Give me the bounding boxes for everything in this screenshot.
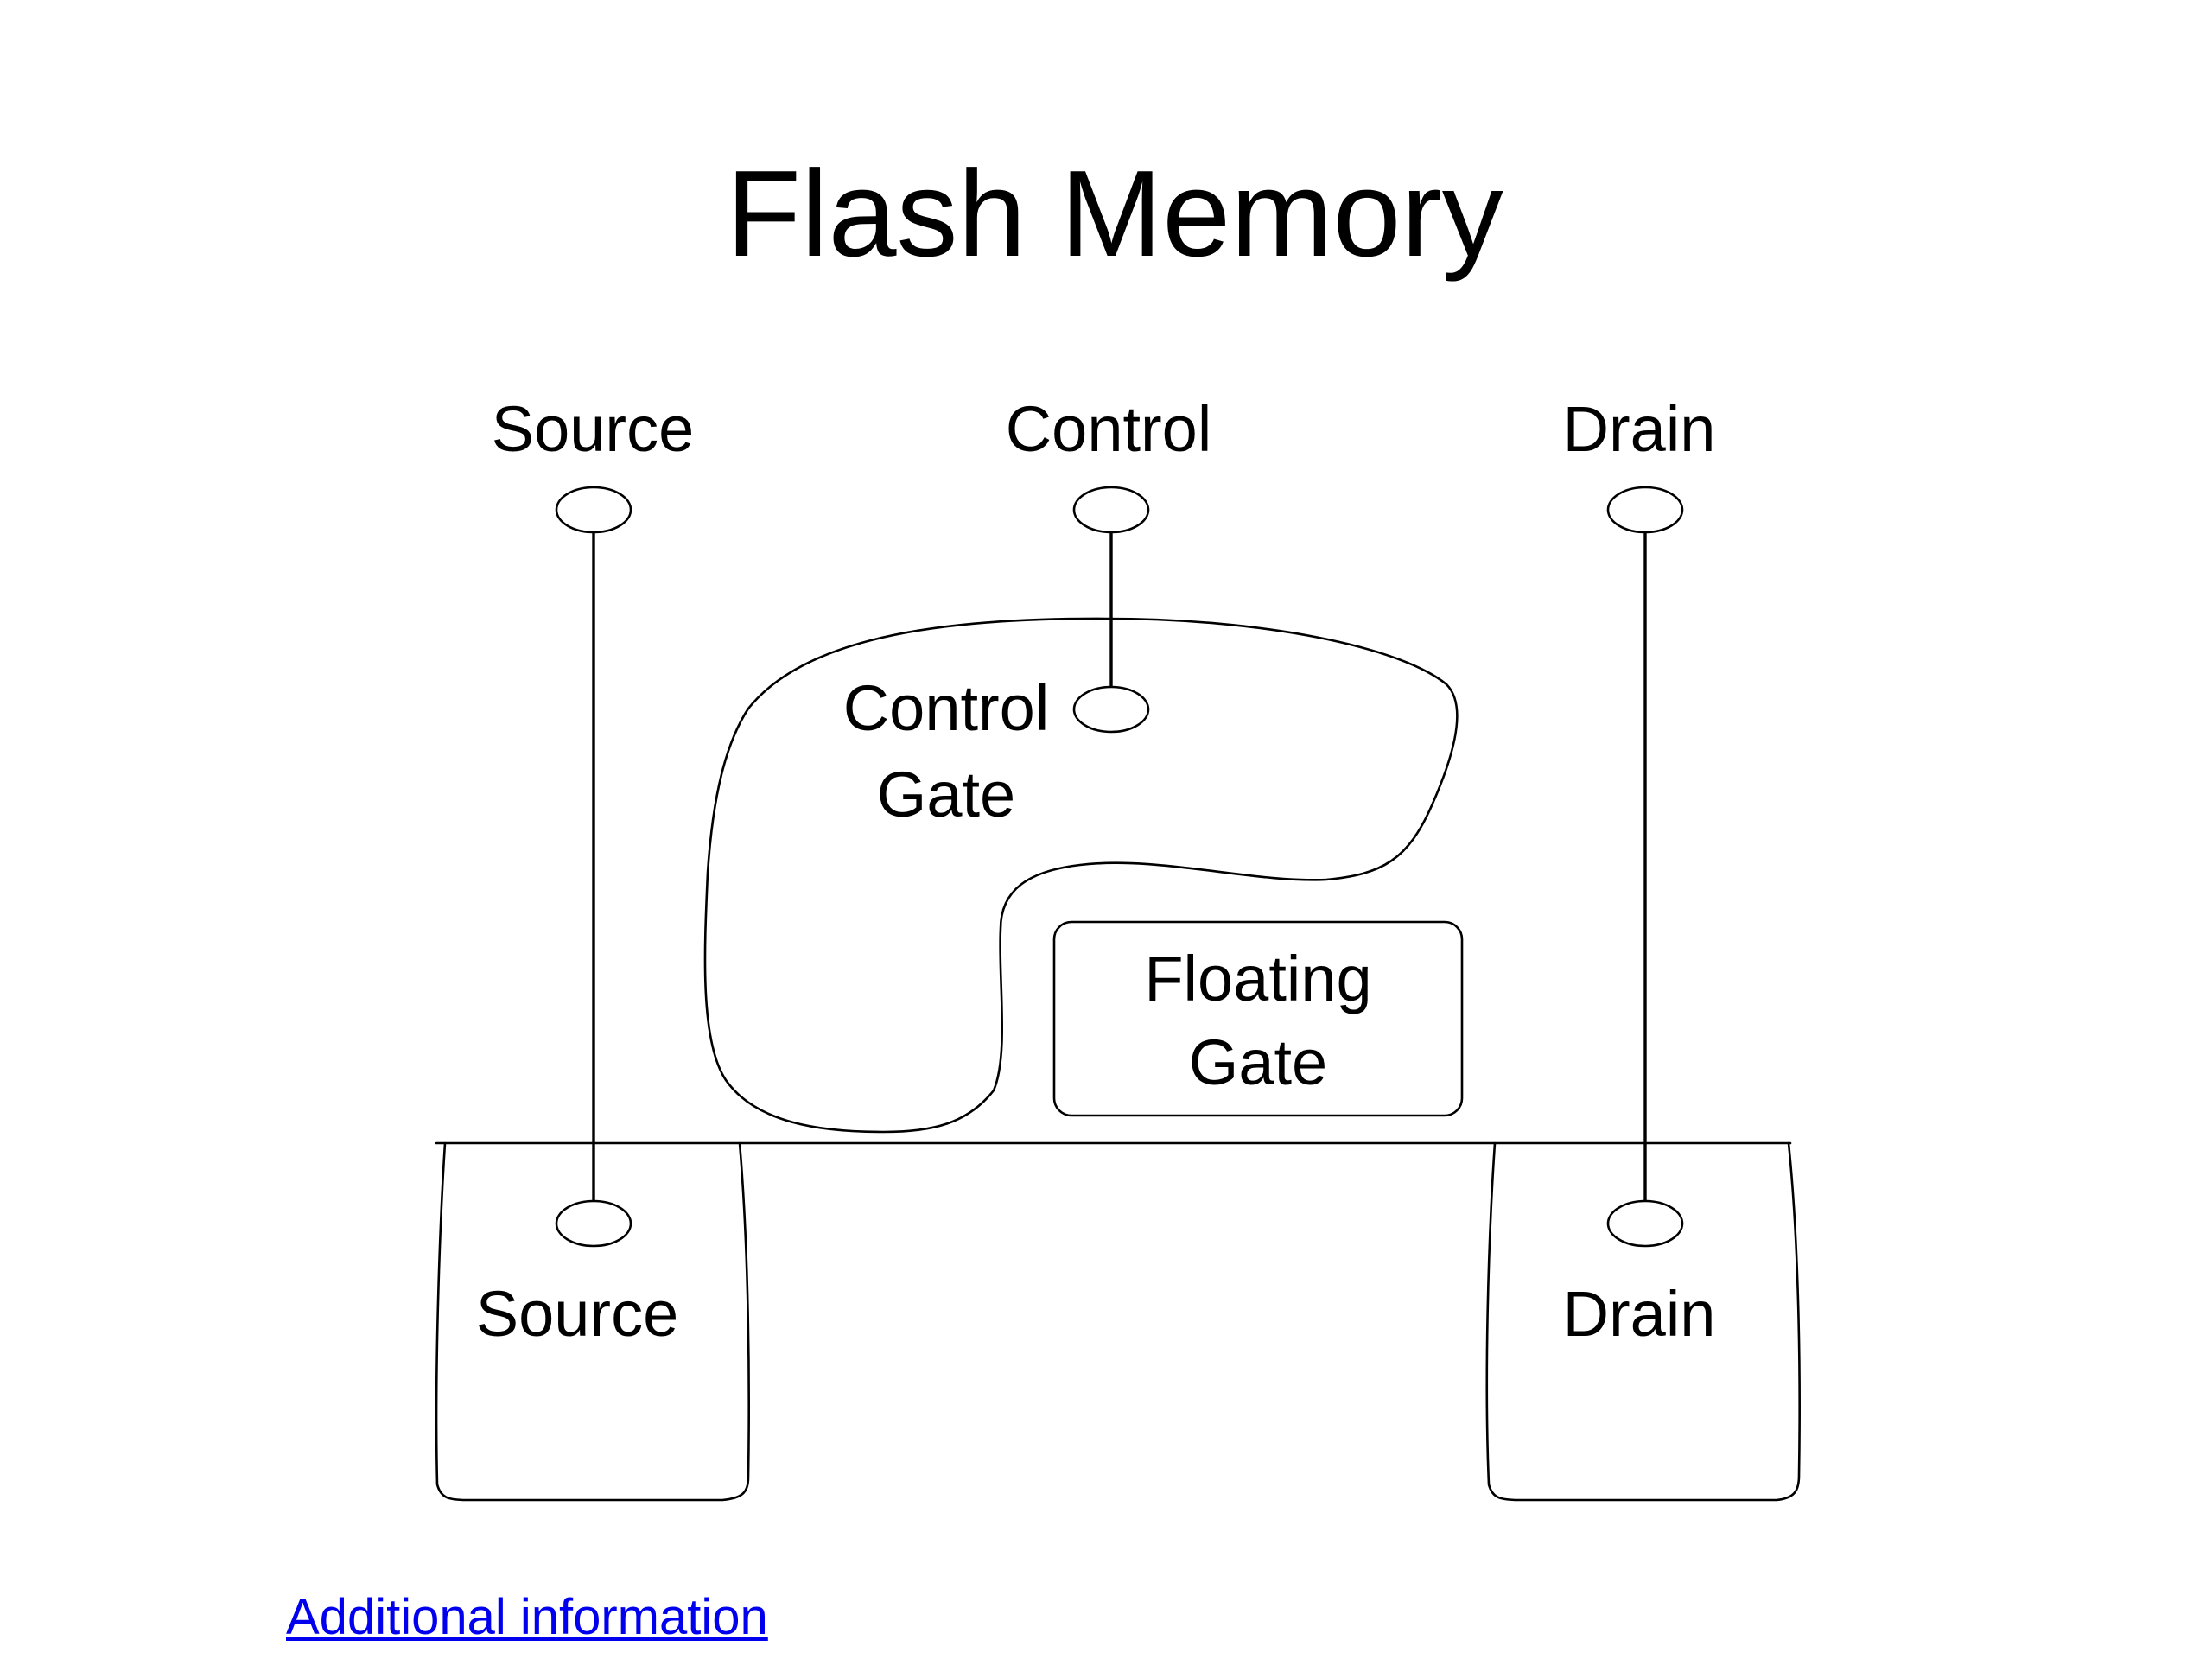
control-gate-label-line2: Gate [877, 759, 1015, 830]
floating-gate-box [1052, 920, 1464, 1117]
control-terminal-node [1072, 486, 1150, 534]
drain-region-contact-node [1606, 1199, 1684, 1248]
floating-gate-label-line2: Gate [1189, 1027, 1327, 1098]
floating-gate-label-line1: Floating [1144, 943, 1371, 1014]
control-gate-contact-node [1072, 685, 1150, 734]
slide-title: Flash Memory [726, 145, 1503, 283]
drain-terminal-node [1606, 486, 1684, 534]
source-region-label: Source [476, 1278, 678, 1350]
drain-region [1485, 1141, 1801, 1502]
control-gate-shape [703, 617, 1459, 1134]
additional-information-link[interactable]: Additional information [286, 1589, 768, 1645]
label-drain-terminal: Drain [1563, 393, 1716, 465]
control-gate-label-line1: Control [843, 672, 1050, 744]
source-region [435, 1141, 750, 1502]
label-control-terminal: Control [1006, 393, 1212, 465]
label-source-terminal: Source [492, 393, 694, 465]
source-terminal-node [555, 486, 632, 534]
drain-region-label: Drain [1563, 1278, 1716, 1350]
source-region-contact-node [555, 1199, 632, 1248]
